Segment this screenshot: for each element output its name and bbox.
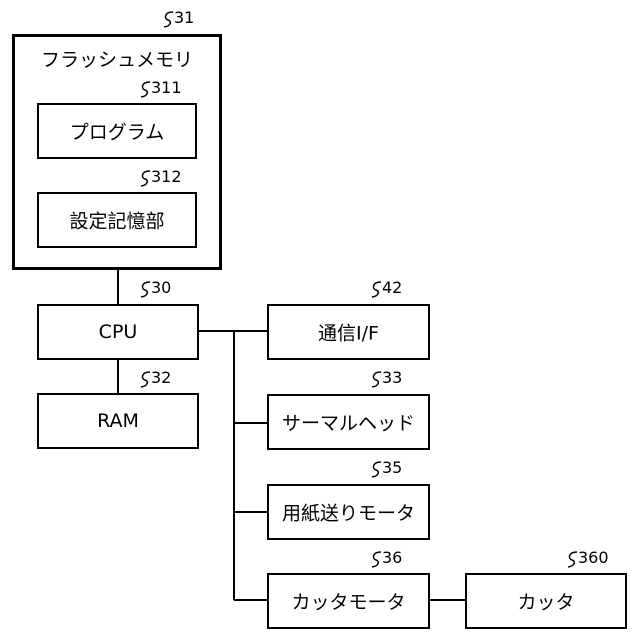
comm-if-ref: 42 [382,278,402,297]
settings-storage-ref: 312 [151,167,182,186]
settings-storage-box: 設定記憶部 [37,192,197,248]
comm-if-label: 通信I/F [269,319,428,346]
cutter-ref-number: 360 [578,548,609,567]
cutter-label: カッタ [467,588,625,615]
ram-ref-number: 32 [151,368,171,387]
ram-box: RAM [37,393,199,449]
cpu-label: CPU [39,321,197,343]
program-box: プログラム [37,103,197,159]
cutter-ref: 360 [578,548,609,567]
cpu-box: CPU [37,304,199,360]
program-ref-number: 311 [151,78,182,97]
program-ref: 311 [151,78,182,97]
paper-feed-motor-label: 用紙送りモータ [269,499,428,526]
comm-if-ref-number: 42 [382,278,402,297]
flash-memory-ref-number: 31 [174,8,194,27]
thermal-head-label: サーマルヘッド [269,409,428,436]
cutter-motor-ref: 36 [382,548,402,567]
cpu-ref-number: 30 [151,278,171,297]
ram-label: RAM [39,410,197,432]
paper-feed-motor-box: 用紙送りモータ [267,484,430,540]
cutter-motor-ref-number: 36 [382,548,402,567]
cutter-motor-label: カッタモータ [269,588,428,615]
cpu-ref: 30 [151,278,171,297]
flash-memory-title: フラッシュメモリ [15,45,219,72]
program-label: プログラム [39,118,195,145]
comm-if-box: 通信I/F [267,304,430,360]
cutter-motor-box: カッタモータ [267,573,430,629]
thermal-head-box: サーマルヘッド [267,394,430,450]
settings-storage-label: 設定記憶部 [39,207,195,234]
flash-memory-ref: 31 [174,8,194,27]
settings-storage-ref-number: 312 [151,167,182,186]
ram-ref: 32 [151,368,171,387]
cutter-box: カッタ [465,573,627,629]
thermal-head-ref-number: 33 [382,368,402,387]
thermal-head-ref: 33 [382,368,402,387]
paper-feed-motor-ref: 35 [382,458,402,477]
paper-feed-motor-ref-number: 35 [382,458,402,477]
